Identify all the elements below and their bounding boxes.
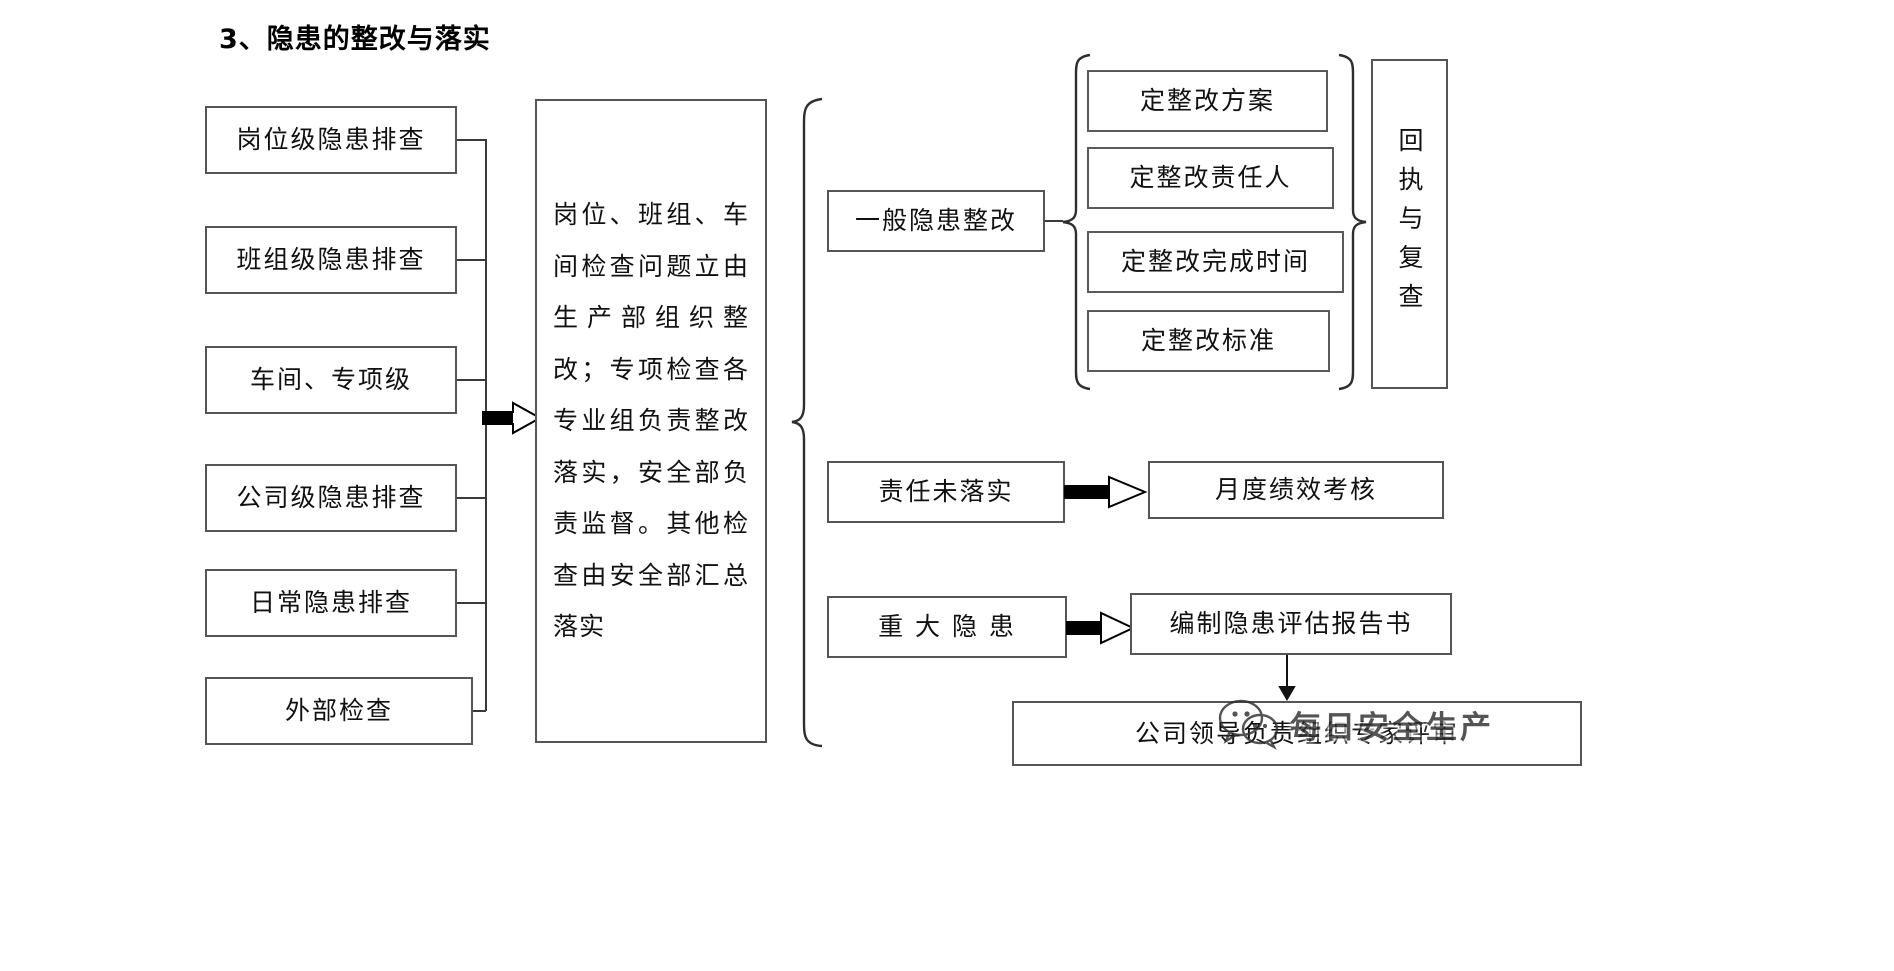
requirement-box[interactable]: 定整改标准 xyxy=(1087,310,1330,372)
connector-line xyxy=(457,139,486,141)
node-label: 公司领导负责组织专家评审 xyxy=(1134,718,1459,748)
node-label: 责任未落实 xyxy=(878,477,1014,507)
node-label: 定整改方案 xyxy=(1139,86,1275,116)
connector-line xyxy=(1045,220,1063,222)
list-item[interactable]: 车间、专项级 xyxy=(205,346,457,414)
node-label: 月度绩效考核 xyxy=(1214,475,1377,505)
major-final-box[interactable]: 公司领导负责组织专家评审 xyxy=(1012,701,1582,766)
list-item[interactable]: 岗位级隐患排查 xyxy=(205,106,457,174)
branch-general-box[interactable]: 一般隐患整改 xyxy=(827,190,1045,252)
connector-line xyxy=(457,602,486,604)
node-label: 班组级隐患排查 xyxy=(236,245,426,275)
list-item[interactable]: 外部检查 xyxy=(205,677,473,745)
node-label: 编制隐患评估报告书 xyxy=(1169,609,1413,639)
node-label: 定整改完成时间 xyxy=(1120,247,1310,277)
unfulfilled-from-box[interactable]: 责任未落实 xyxy=(827,461,1065,523)
followup-label: 回执与复查 xyxy=(1395,126,1424,322)
major-to-box[interactable]: 编制隐患评估报告书 xyxy=(1130,593,1452,655)
node-label: 岗位级隐患排查 xyxy=(236,125,426,155)
list-item[interactable]: 公司级隐患排查 xyxy=(205,464,457,532)
connector-line xyxy=(457,259,486,261)
list-item[interactable]: 班组级隐患排查 xyxy=(205,226,457,294)
page-title: 3、隐患的整改与落实 xyxy=(219,24,491,55)
node-label: 重 大 隐 患 xyxy=(878,612,1016,642)
arrow-to-center-icon xyxy=(482,401,543,435)
node-label: 车间、专项级 xyxy=(249,365,412,395)
node-label: 一般隐患整改 xyxy=(854,206,1017,236)
list-item[interactable]: 日常隐患排查 xyxy=(205,569,457,637)
node-label: 公司级隐患排查 xyxy=(236,483,426,513)
arrow-unfulfilled-icon xyxy=(1064,475,1148,509)
requirement-box[interactable]: 定整改方案 xyxy=(1087,70,1328,132)
arrow-down-icon xyxy=(1278,655,1296,701)
requirement-box[interactable]: 定整改责任人 xyxy=(1087,147,1334,209)
node-label: 定整改责任人 xyxy=(1129,163,1292,193)
brace-followup xyxy=(1338,53,1367,391)
connector-line xyxy=(473,710,486,712)
node-label: 日常隐患排查 xyxy=(249,588,412,618)
connector-line xyxy=(457,379,486,381)
node-label: 外部检查 xyxy=(284,696,393,726)
arrow-major-icon xyxy=(1066,611,1136,645)
node-label: 定整改标准 xyxy=(1140,326,1276,356)
center-description-box[interactable]: 岗位、班组、车间检查问题立由生产部组织整改；专项检查各专业组负责整改落实，安全部… xyxy=(535,99,767,743)
followup-box[interactable]: 回执与复查 xyxy=(1371,59,1448,389)
brace-general-requirements xyxy=(1062,53,1091,391)
connector-line xyxy=(457,497,486,499)
center-description-text: 岗位、班组、车间检查问题立由生产部组织整改；专项检查各专业组负责整改落实，安全部… xyxy=(553,200,749,642)
requirement-box[interactable]: 定整改完成时间 xyxy=(1087,231,1344,293)
brace-center-split xyxy=(791,97,823,748)
major-from-box[interactable]: 重 大 隐 患 xyxy=(827,596,1067,658)
unfulfilled-to-box[interactable]: 月度绩效考核 xyxy=(1148,461,1444,519)
